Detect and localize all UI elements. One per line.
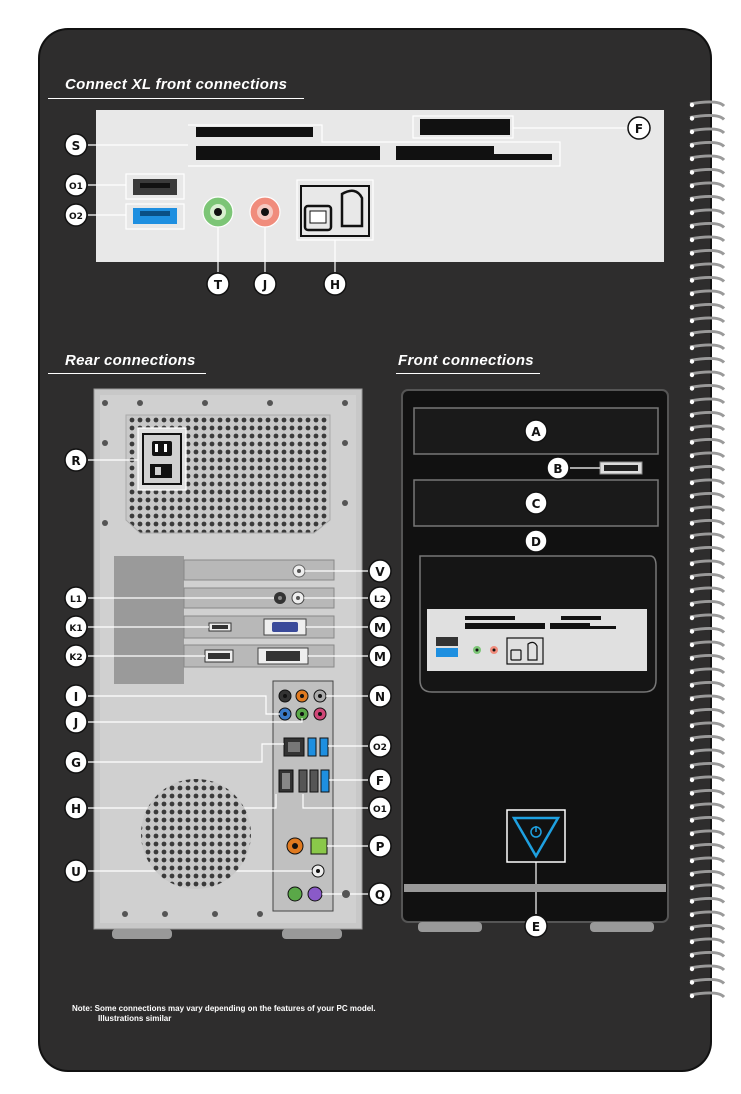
svg-text:P: P xyxy=(376,840,385,854)
card-slot-1 xyxy=(196,127,313,137)
svg-text:J: J xyxy=(73,716,78,730)
label-l2: L2 xyxy=(369,587,391,609)
label-d: D xyxy=(525,530,547,552)
label-a: A xyxy=(525,420,547,442)
svg-text:O2: O2 xyxy=(373,743,387,753)
svg-text:E: E xyxy=(532,920,540,934)
label-s: S xyxy=(72,139,81,153)
svg-text:K2: K2 xyxy=(69,653,82,663)
label-q: Q xyxy=(369,883,391,905)
svg-text:Q: Q xyxy=(375,888,385,902)
card-slot-2 xyxy=(196,146,380,160)
footnote-line-1: Note: Some connections may vary dependin… xyxy=(72,1004,376,1014)
label-o1: O1 xyxy=(69,182,83,192)
label-k2: K2 xyxy=(65,645,87,667)
label-c: C xyxy=(525,492,547,514)
rear-tower xyxy=(88,389,368,939)
svg-text:B: B xyxy=(553,462,562,476)
card-slot-3-tail xyxy=(494,154,552,160)
label-j-rear: J xyxy=(65,711,87,733)
front-tower xyxy=(402,390,668,932)
label-t: T xyxy=(214,278,223,292)
svg-text:G: G xyxy=(71,756,81,770)
label-i: I xyxy=(65,685,87,707)
svg-text:N: N xyxy=(375,690,385,704)
svg-text:D: D xyxy=(531,535,541,549)
label-g: G xyxy=(65,751,87,773)
svg-text:U: U xyxy=(71,865,81,879)
label-l1: L1 xyxy=(65,587,87,609)
svg-text:O1: O1 xyxy=(373,805,387,815)
label-p: P xyxy=(369,835,391,857)
label-m-dvi: M xyxy=(369,645,391,667)
label-o2-rear: O2 xyxy=(369,735,391,757)
svg-text:R: R xyxy=(71,454,80,468)
label-j: J xyxy=(262,278,267,292)
label-h-rear: H xyxy=(65,797,87,819)
label-f-rear: F xyxy=(369,769,391,791)
svg-text:M: M xyxy=(374,621,386,635)
svg-text:L2: L2 xyxy=(374,595,386,605)
label-o1-rear: O1 xyxy=(369,797,391,819)
svg-text:M: M xyxy=(374,650,386,664)
footnote: Note: Some connections may vary dependin… xyxy=(72,1004,376,1024)
label-m-vga: M xyxy=(369,616,391,638)
xl-front-panel xyxy=(88,110,664,272)
label-r: R xyxy=(65,449,87,471)
svg-text:I: I xyxy=(74,690,78,704)
card-slot-top-right xyxy=(420,119,510,135)
svg-text:K1: K1 xyxy=(69,624,82,634)
svg-text:H: H xyxy=(71,802,81,816)
label-b: B xyxy=(547,457,569,479)
label-e: E xyxy=(525,915,547,937)
label-h: H xyxy=(330,278,340,292)
label-n: N xyxy=(369,685,391,707)
card-slot-3 xyxy=(396,146,494,160)
svg-text:A: A xyxy=(531,425,541,439)
svg-text:V: V xyxy=(375,565,385,579)
label-u: U xyxy=(65,860,87,882)
svg-text:C: C xyxy=(532,497,541,511)
label-o2: O2 xyxy=(69,212,83,222)
svg-text:F: F xyxy=(376,774,384,788)
label-f: F xyxy=(635,122,643,136)
footnote-line-2: Illustrations similar xyxy=(72,1014,376,1024)
label-v: V xyxy=(369,560,391,582)
svg-text:L1: L1 xyxy=(70,595,82,605)
label-k1: K1 xyxy=(65,616,87,638)
